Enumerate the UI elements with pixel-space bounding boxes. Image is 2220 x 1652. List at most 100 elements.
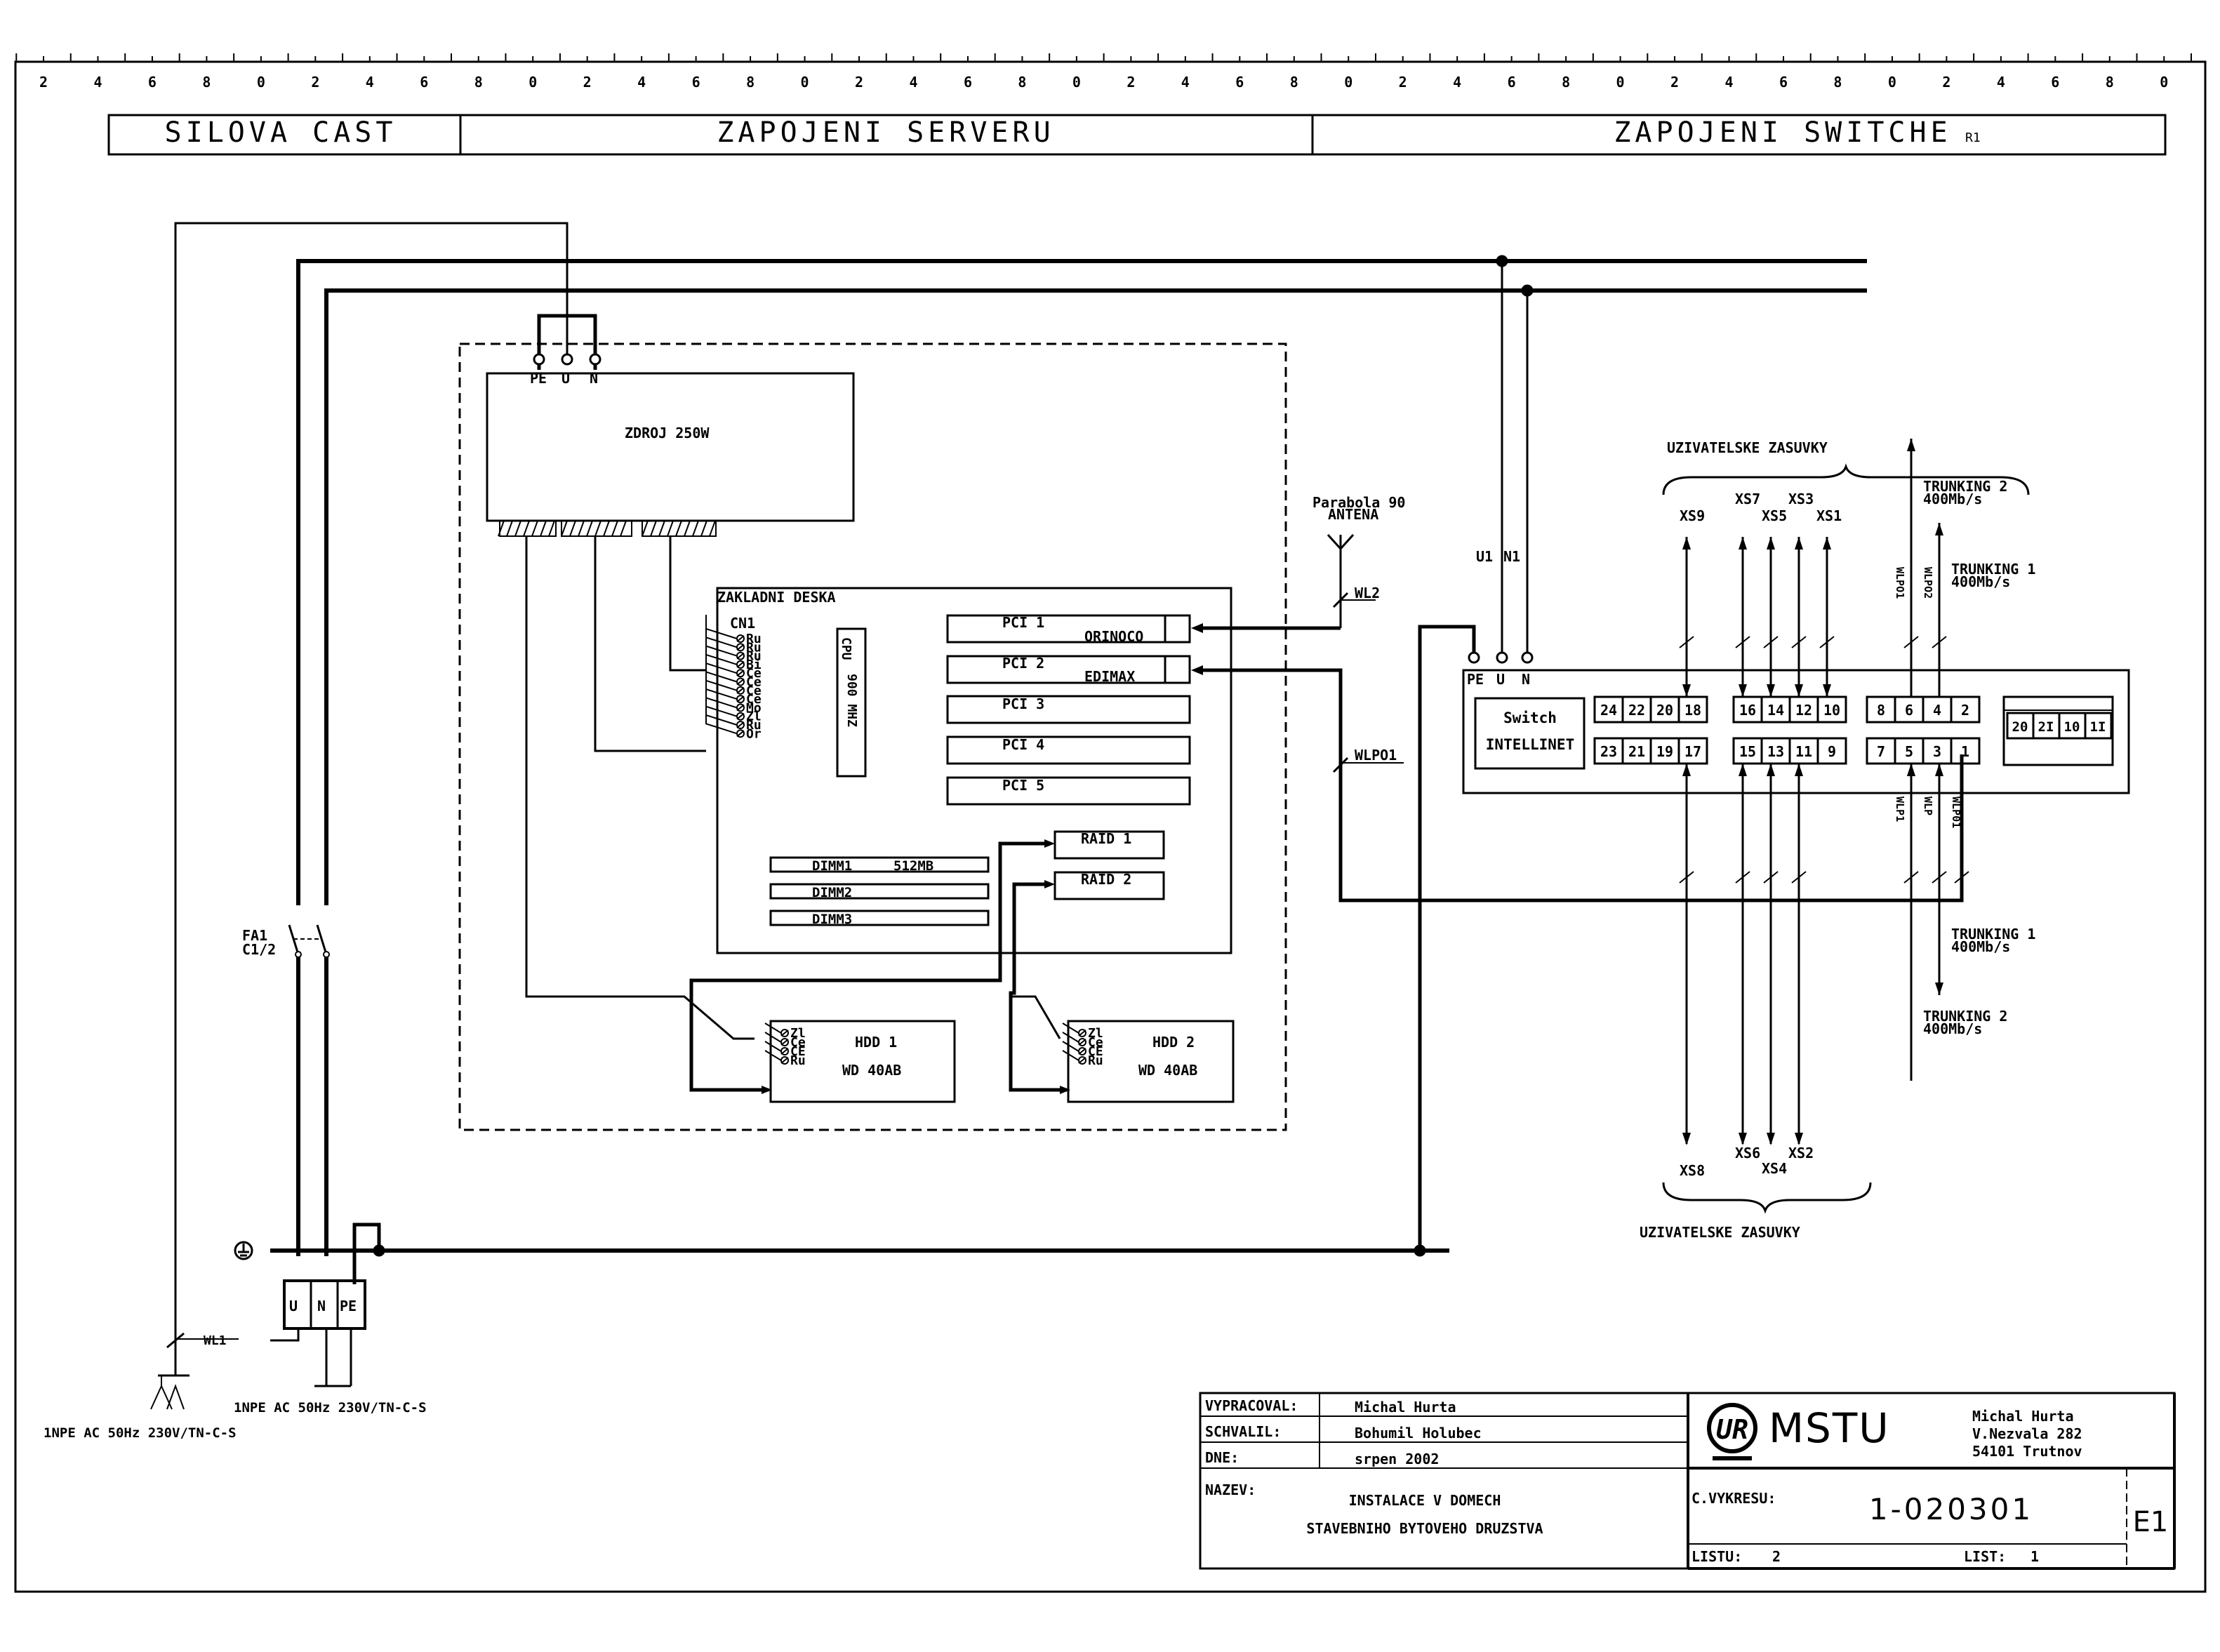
cn1-pin-wire [705,632,738,657]
trunk-link-tick [1903,871,1919,884]
switch-terminal-n: N [1522,671,1530,688]
trunk-link-head [1907,439,1915,451]
dimm-3: DIMM3 [812,912,852,927]
socket-link-top-head [1739,537,1747,549]
switch-port [2084,712,2113,740]
trunk-link-tick [1903,636,1919,648]
ruler-label: 6 [420,74,428,91]
xs4-label: XS4 [1762,1160,1787,1177]
hdd-pin-wire [764,1022,782,1034]
raid-1: RAID 1 [1081,830,1131,847]
switch-uplink-module [2002,695,2114,766]
motherboard [716,587,1232,954]
logo-mark: UR [1716,1414,1748,1445]
earth-symbol-icon [234,1241,253,1260]
hdd-2-label: HDD 2 [1152,1034,1195,1051]
cn1-pin-wire [705,666,738,691]
switch-port-number: 14 [1767,702,1784,719]
cn1-pin-slash [736,652,745,660]
vypracoval-label: VYPRACOVAL: [1205,1397,1298,1414]
ruler-label: 6 [1508,74,1516,91]
switch-port-number: 12 [1795,702,1812,719]
pci-2: PCI 2 [1002,655,1044,672]
trunk-link-head [1907,764,1915,776]
ruler-label: 8 [2106,74,2114,91]
xs8-label: XS8 [1680,1162,1705,1179]
breaker-label: FA1 [242,927,267,944]
socket-link-bottom-tick [1791,871,1807,884]
switch-port [1816,737,1847,765]
raid-cables [689,841,1067,1092]
socket-link-bottom-tick [1735,871,1750,884]
dimm-1-size: 512MB [893,858,933,874]
socket-link-top-tick [1679,636,1694,648]
ruler-label: 4 [637,74,646,91]
ruler-label: 6 [148,74,157,91]
xs2-label: XS2 [1788,1145,1814,1161]
hdd-1-label: HDD 1 [855,1034,897,1051]
hdd-pin-wire [1062,1032,1079,1043]
hdd-pin-label: CE [790,1044,806,1059]
hdd-pin-slash [780,1048,789,1055]
ruler-label: 2 [1399,74,1407,91]
title-block [1199,1392,2176,1570]
cn1-pin-slash [736,695,745,702]
ruler-label: 0 [1888,74,1896,91]
pci-1: PCI 1 [1002,614,1044,631]
cn1-pin-label: Ru [746,649,762,664]
wlpo1-tick [1332,757,1349,773]
nazev-line1: INSTALACE V DOMECH [1349,1492,1501,1509]
cn1-pin-label: Ce [746,684,762,698]
cn1-pin-wire [705,710,738,735]
ruler-label: 4 [1997,74,2005,91]
cpu-label: CPU [839,637,853,660]
hdd-pin-slash [780,1039,789,1046]
dne-value: srpen 2002 [1355,1451,1439,1467]
hdd-pin-wire [1062,1041,1079,1052]
ruler-label: 6 [692,74,700,91]
socket-link-bottom-head [1767,1133,1775,1145]
ruler-label: 8 [1833,74,1842,91]
cvykresu-value: 1-020301 [1869,1492,2033,1526]
socket-link-top-head [1682,684,1691,697]
nazev-label: NAZEV: [1205,1481,1256,1498]
trunk-bottom-2: TRUNKING 2 [1923,1008,2007,1025]
card-orinoco: ORINOCO [1084,628,1143,645]
pci-5: PCI 5 [1002,777,1044,794]
switch-brand: INTELLINET [1486,736,1574,753]
hdd-pin-label: Ru [790,1053,806,1068]
cn1-pin-label: Mo [746,700,762,715]
hdd-pin-wire [764,1050,782,1061]
mstu-logo-icon: UR [1707,1403,1757,1460]
xs3-label: XS3 [1788,491,1814,507]
ruler-label: 8 [1018,74,1026,91]
ruler-label: 0 [1616,74,1625,91]
socket-link-top-head [1823,537,1831,549]
socket-link-top-head [1823,684,1831,697]
switch-enclosure [1462,669,2130,794]
xs5-label: XS5 [1762,507,1787,524]
cpu [836,627,867,778]
trunk-bottom-1: TRUNKING 1 [1951,926,2035,942]
ruler-label: 4 [366,74,374,91]
vertical-label-5: WLP01 [1950,797,1962,828]
hdd-pin-slash [780,1057,789,1064]
socket-link-bottom-head [1682,764,1691,776]
dne-label: DNE: [1205,1449,1239,1466]
socket-link-top-head [1795,684,1803,697]
ruler-label: 2 [311,74,319,91]
antenna-line1: Parabola 90 [1312,494,1405,511]
terminal-u: U [289,1298,298,1314]
switch-port [1950,737,1981,765]
switch-port-number: 15 [1739,743,1756,760]
hdd-pin-wire [764,1032,782,1043]
ruler-label: 0 [257,74,265,91]
cn1-pin-slash [736,644,745,651]
switch-port-number: 23 [1600,743,1617,760]
cn1-pin-wire [705,684,738,709]
switch-port-number: 20 [2012,719,2028,735]
cn1-pin-wire [705,692,738,717]
cn1-pin-slash [736,670,745,677]
